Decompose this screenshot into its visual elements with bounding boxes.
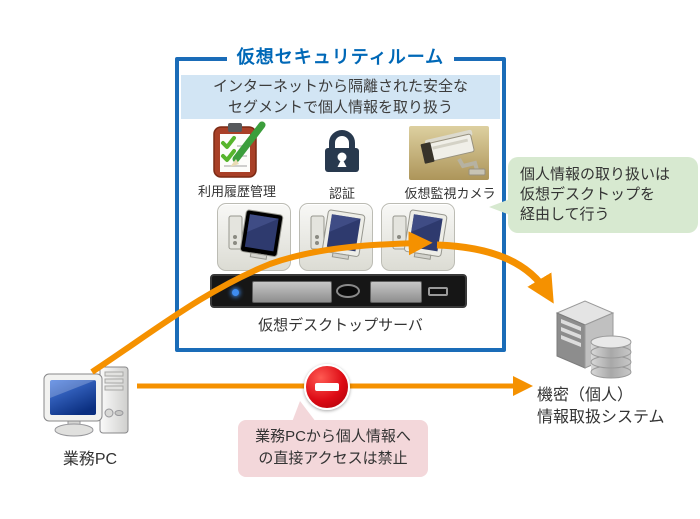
green-callout-line1: 個人情報の取り扱いは (520, 166, 671, 183)
green-callout: 個人情報の取り扱いは 仮想デスクトップを 経由して行う (508, 157, 698, 233)
server-database-icon (541, 296, 637, 382)
surveillance-camera-icon (409, 126, 489, 180)
pink-callout-tail (292, 401, 316, 422)
rack-panel (370, 281, 422, 303)
business-pc-icon (42, 364, 138, 442)
green-callout-line3: 経由して行う (520, 206, 610, 223)
pink-callout-line1: 業務PCから個人情報へ (255, 428, 411, 445)
security-room-title: 仮想セキュリティルーム (226, 46, 455, 69)
padlock-icon (319, 128, 365, 174)
virtual-machine-tile-2 (299, 203, 373, 271)
pink-callout-line2: の直接アクセスは禁止 (258, 450, 408, 467)
green-callout-line2: 仮想デスクトップを (520, 186, 656, 203)
rack-server-icon (210, 274, 467, 308)
secure-system-label: 機密（個人） 情報取扱システム (537, 385, 697, 429)
no-entry-icon (304, 364, 350, 410)
rack-slot (428, 287, 448, 296)
green-callout-tail (489, 199, 510, 215)
authentication-label: 認証 (328, 186, 355, 201)
virtual-desktop-server-label: 仮想デスクトップサーバ (258, 317, 423, 334)
rack-led (232, 289, 239, 296)
surveillance-camera-label: 仮想監視カメラ (404, 186, 496, 201)
secure-system-label-line2: 情報取扱システム (537, 409, 665, 426)
business-pc-label: 業務PC (62, 451, 118, 468)
virtual-machine-tile-3 (381, 203, 455, 271)
security-room-title-wrap: 仮想セキュリティルーム (175, 46, 506, 69)
virtual-machine-tile-1 (217, 203, 291, 271)
pink-callout: 業務PCから個人情報へ の直接アクセスは禁止 (238, 420, 428, 477)
description-line2: セグメントで個人情報を取り扱う (227, 99, 453, 116)
secure-system-label-line1: 機密（個人） (537, 387, 634, 404)
security-room-description: インターネットから隔離された安全な セグメントで個人情報を取り扱う (181, 75, 500, 119)
rack-panel (252, 281, 332, 303)
rack-button (336, 284, 360, 298)
no-entry-bar (315, 383, 339, 391)
usage-history-label: 利用履歴管理 (197, 184, 276, 199)
description-line1: インターネットから隔離された安全な (212, 78, 468, 95)
clipboard-check-icon (206, 121, 268, 179)
